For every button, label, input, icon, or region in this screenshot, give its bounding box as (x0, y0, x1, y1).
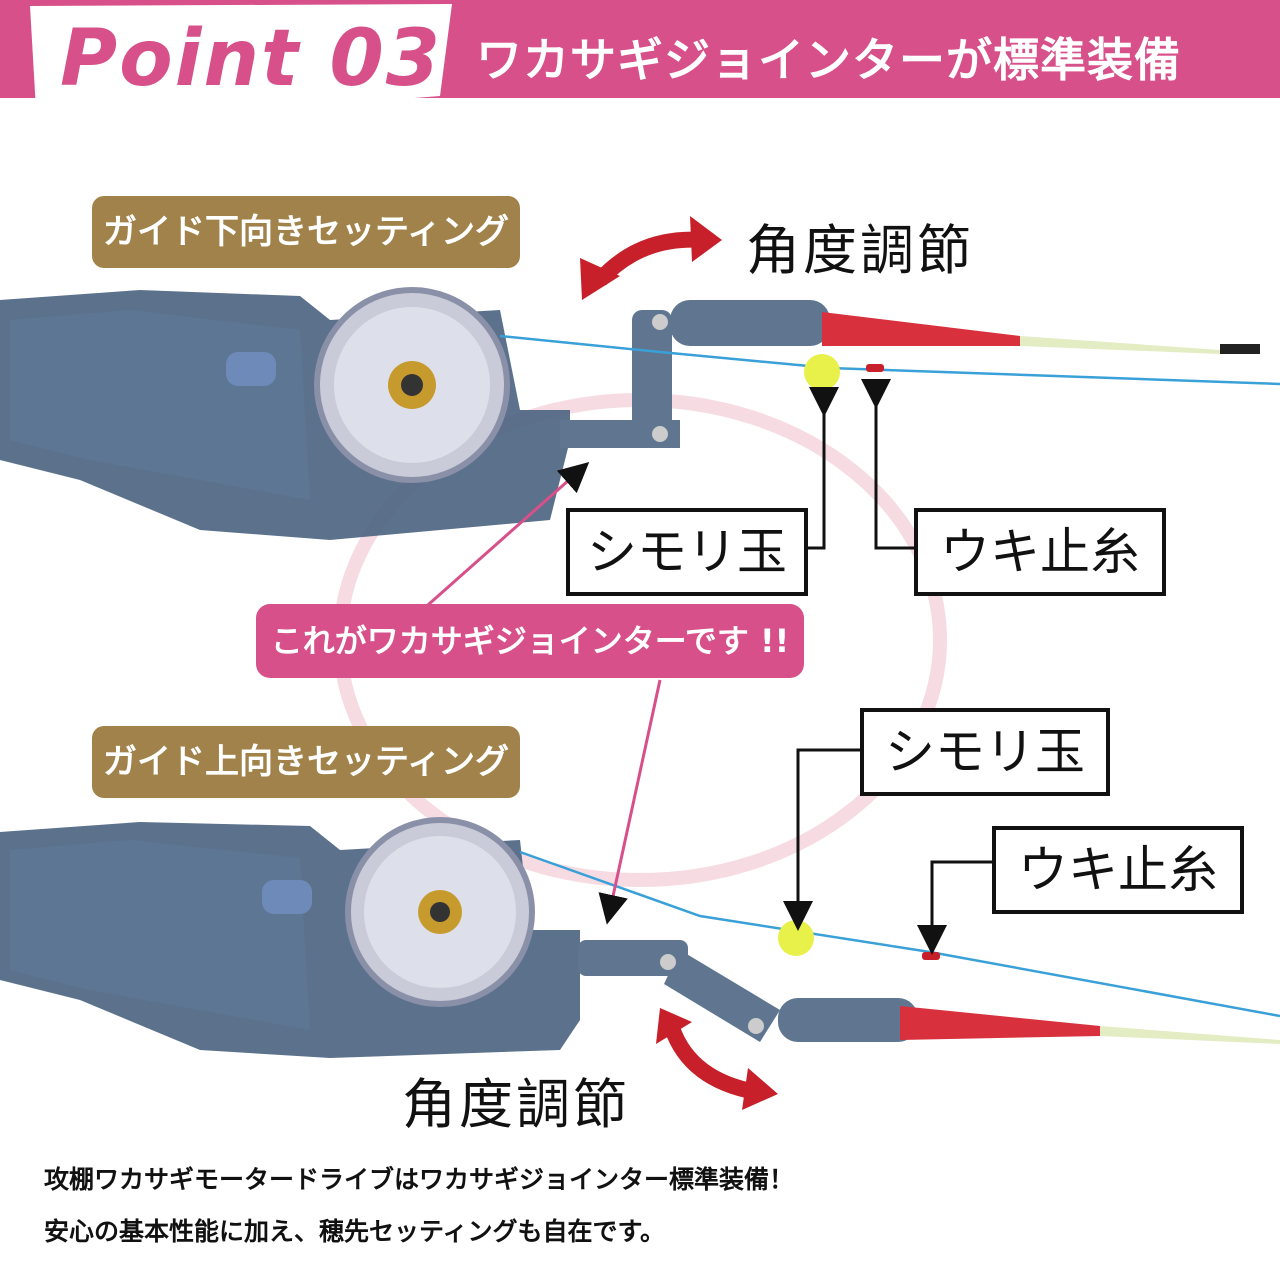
bottom-fishing-line (519, 850, 1280, 1018)
page-title: ワカサギジョインターが標準装備 (476, 33, 1181, 87)
bottom-shimori-connector (783, 748, 860, 931)
shimori-label-top: シモリ玉 (566, 508, 808, 596)
shimori-label-bottom: シモリ玉 (860, 708, 1110, 796)
ukidome-label-top: ウキ止糸 (914, 508, 1166, 596)
angle-label-bottom: 角度調節 (402, 1073, 630, 1136)
top-reel (0, 287, 1260, 540)
top-ukidome-connector (861, 379, 914, 550)
bottom-reel (0, 817, 1280, 1058)
bottom-ukidome-connector (917, 860, 996, 955)
joint-callout: これがワカサギジョインターです !! (256, 604, 804, 678)
footer-description-line-1: 攻棚ワカサギモータードライブはワカサギジョインター標準装備！ (44, 1165, 795, 1194)
footer-description-line-2: 安心の基本性能に加え、穂先セッティングも自在です。 (44, 1217, 666, 1246)
point-label: Point 03. (60, 14, 474, 104)
bottom-angle-arrow (664, 1025, 758, 1100)
top-shimori-connector (808, 387, 839, 550)
setting-label-guide-up: ガイド上向きセッティング (92, 726, 520, 798)
ukidome-label-bottom: ウキ止糸 (992, 826, 1244, 914)
bottom-ukidome-knot (922, 952, 940, 960)
setting-label-guide-down: ガイド下向きセッティング (92, 196, 520, 268)
top-fishing-line (499, 334, 1280, 386)
joint-pointer-top (419, 462, 590, 614)
bottom-shimori-ball (778, 920, 814, 956)
point-badge (30, 4, 452, 126)
angle-label-top: 角度調節 (746, 219, 974, 282)
joint-pointer-bottom (598, 679, 662, 925)
top-ukidome-knot (866, 364, 884, 372)
top-shimori-ball (804, 354, 840, 390)
